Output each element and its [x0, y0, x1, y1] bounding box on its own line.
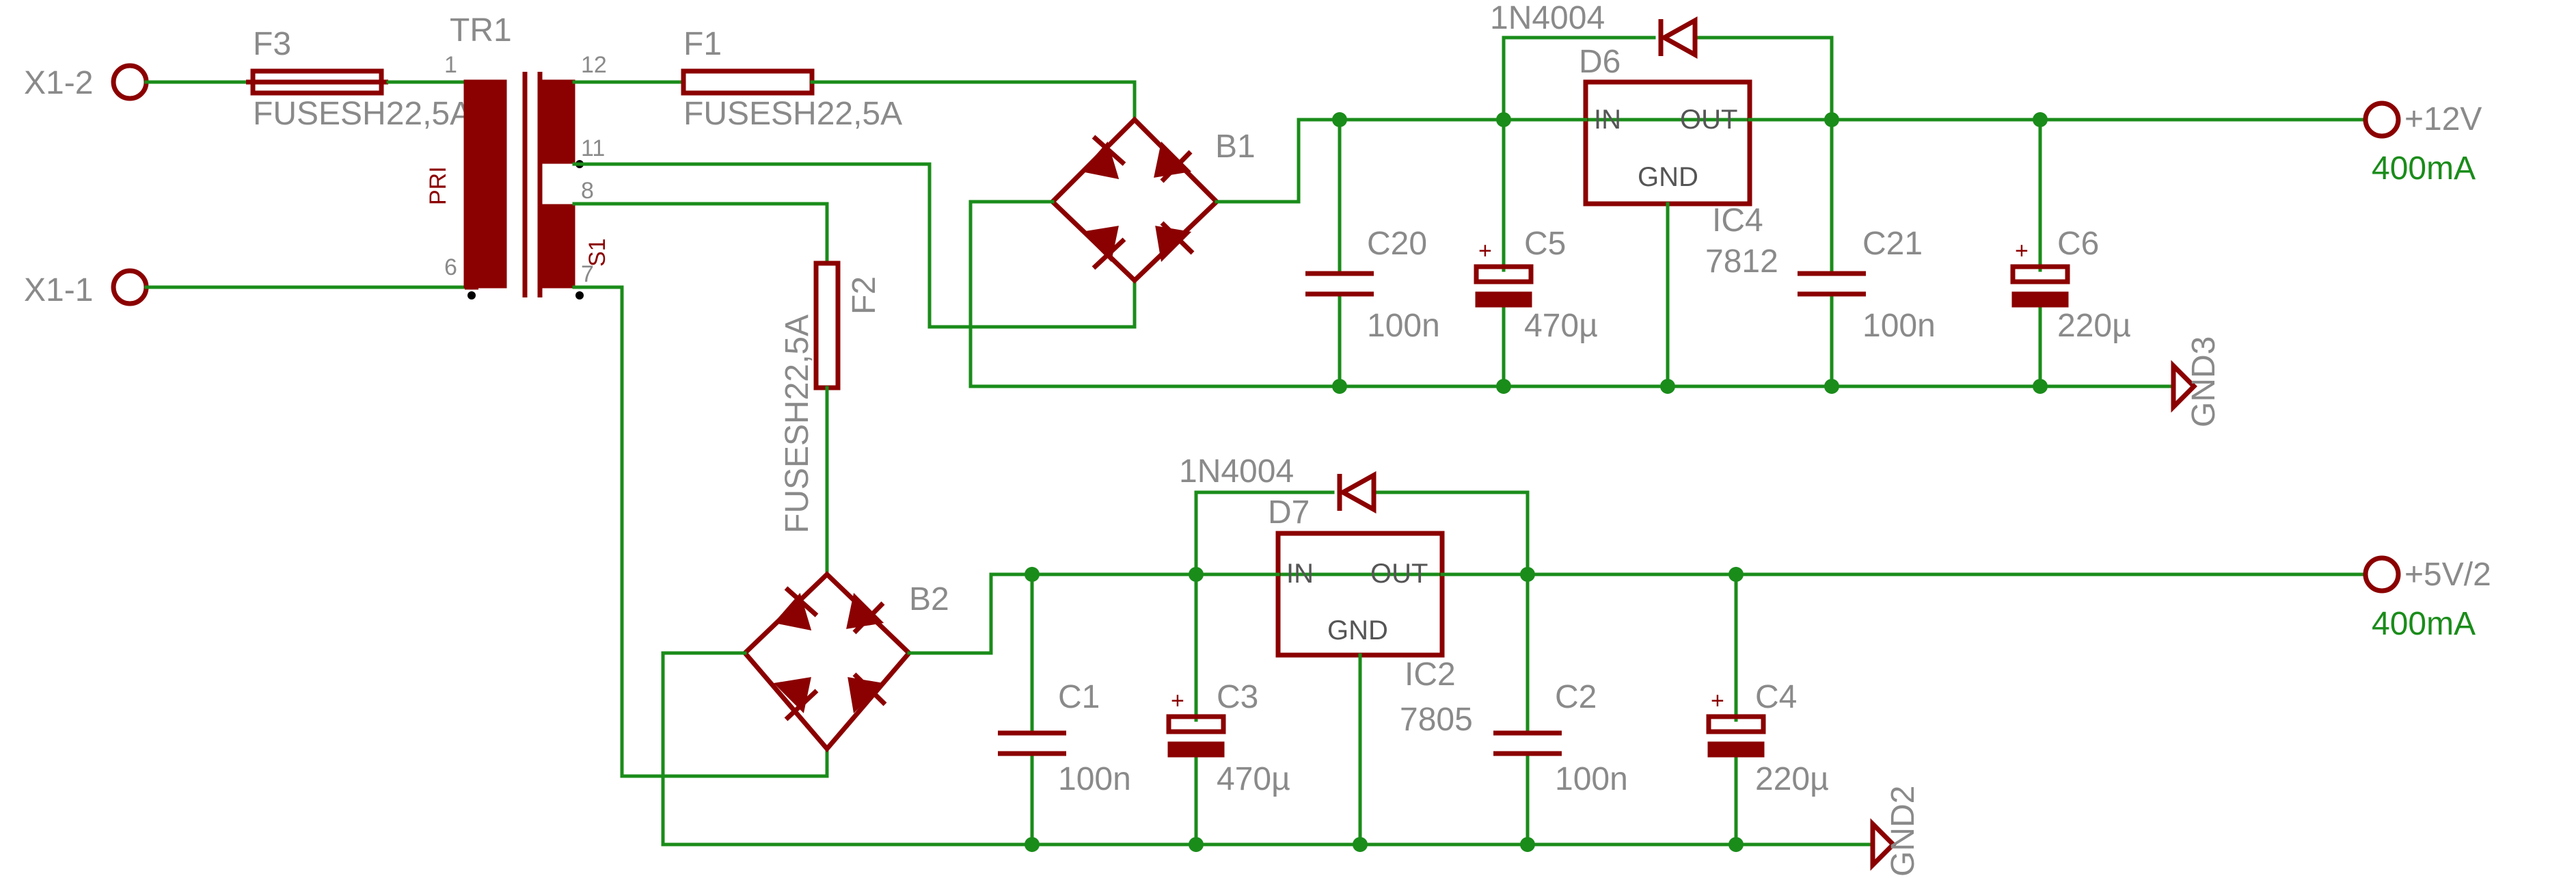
capacitor-value: 470µ	[1217, 761, 1290, 797]
polarity-mark: +	[1711, 688, 1724, 714]
pin-out: OUT	[1370, 559, 1428, 589]
secondary-winding-s2	[539, 79, 575, 164]
capacitor-value: 100n	[1862, 308, 1936, 344]
pin-label: 11	[581, 135, 605, 161]
capacitor-value: 220µ	[2057, 308, 2131, 344]
pin-gnd: GND	[1638, 162, 1698, 192]
capacitor-name: C3	[1217, 679, 1258, 715]
fuse-name: F3	[253, 26, 291, 62]
capacitor-name: C21	[1862, 226, 1923, 262]
capacitor-value: 100n	[1555, 761, 1628, 797]
polarity-mark: +	[1171, 688, 1184, 714]
bridge-name: B1	[1215, 129, 1256, 165]
secondary-label: S2	[584, 108, 610, 137]
fuse-value: FUSESH22,5A	[253, 96, 472, 132]
pin-gnd: GND	[1327, 615, 1388, 646]
fuse-name: F1	[683, 26, 722, 62]
bridge-rectifier-b1: B1	[1048, 116, 1256, 284]
connector-x1-2: X1-2	[24, 63, 248, 101]
output-label: +5V/2	[2404, 557, 2491, 593]
regulator-value: 7805	[1400, 702, 1473, 738]
secondary-label: S1	[584, 238, 610, 267]
capacitor-c20: C20 100n	[1305, 118, 1440, 388]
primary-label: PRI	[425, 166, 451, 205]
diode-value: 1N4004	[1490, 0, 1605, 36]
capacitor-name: C6	[2057, 226, 2099, 262]
output-current: 400mA	[2372, 150, 2476, 187]
capacitor-c1: C1 100n	[998, 572, 1131, 847]
output-12v: +12V 400mA	[2363, 101, 2482, 187]
diode-name: D6	[1579, 44, 1621, 80]
transformer-tr1: TR1 1 6 PRI S2 12 11 S1 8 7	[425, 12, 610, 300]
regulator-value: 7812	[1705, 243, 1778, 280]
diode-value: 1N4004	[1179, 453, 1294, 490]
ground-gnd3: GND3	[2171, 336, 2222, 427]
capacitor-name: C2	[1555, 679, 1597, 715]
output-label: +12V	[2404, 101, 2482, 137]
capacitor-value: 100n	[1058, 761, 1131, 797]
connector-label: X1-1	[24, 272, 93, 308]
regulator-name: IC4	[1712, 202, 1763, 239]
pin-in: IN	[1594, 105, 1621, 135]
connector-label: X1-2	[24, 65, 93, 101]
pin-label: 7	[581, 261, 594, 287]
capacitor-name: C4	[1755, 679, 1797, 715]
ground-label: GND2	[1885, 786, 1921, 877]
regulator-ic4: IN OUT GND IC4 7812	[1502, 79, 1834, 388]
junction-dots-lower	[1025, 567, 1744, 852]
bridge-rectifier-b2: B2	[742, 571, 949, 753]
capacitor-c2: C2 100n	[1493, 572, 1628, 847]
pin-label: 1	[444, 52, 457, 78]
ground-label: GND3	[2186, 336, 2222, 427]
fuse-f1: F1 FUSESH22,5A	[572, 26, 1137, 132]
diode-name: D7	[1268, 494, 1310, 531]
fuse-value: FUSESH22,5A	[683, 96, 902, 132]
junction-dots-upper	[1332, 112, 2048, 394]
bridge-name: B2	[909, 581, 949, 617]
fuse-value: FUSESH22,5A	[779, 315, 815, 533]
transformer-name: TR1	[450, 12, 512, 49]
regulator-name: IC2	[1405, 656, 1456, 693]
regulator-ic2: IN OUT GND IC2 7805	[1194, 531, 1530, 847]
capacitor-c5: + C5 470µ	[1474, 118, 1598, 388]
polarity-mark: +	[2015, 238, 2029, 264]
pin-in: IN	[1286, 559, 1314, 589]
fuse-name: F2	[846, 276, 882, 315]
fuse-f3: F3 FUSESH22,5A	[246, 26, 472, 132]
capacitor-c3: + C3 470µ	[1166, 572, 1290, 847]
pin-label: 12	[581, 52, 607, 78]
capacitor-name: C5	[1524, 226, 1566, 262]
connector-x1-1: X1-1	[24, 268, 467, 308]
pin-label: 6	[444, 254, 457, 280]
pin-label: 8	[581, 178, 594, 204]
capacitor-name: C20	[1367, 226, 1427, 262]
capacitor-name: C1	[1058, 679, 1100, 715]
diode-d6: 1N4004 D6	[1490, 0, 1834, 122]
output-current: 400mA	[2372, 606, 2476, 642]
capacitor-value: 470µ	[1524, 308, 1598, 344]
output-5v: +5V/2 400mA	[2363, 555, 2491, 642]
ground-gnd2: GND2	[1870, 786, 1921, 877]
polarity-mark: +	[1478, 238, 1492, 264]
pin-out: OUT	[1680, 105, 1737, 135]
capacitor-value: 220µ	[1755, 761, 1829, 797]
fuse-f2: F2 FUSESH22,5A	[572, 202, 882, 576]
diode-d7: 1N4004 D7	[1179, 453, 1530, 576]
capacitor-value: 100n	[1367, 308, 1440, 344]
capacitor-c4: + C4 220µ	[1706, 572, 1829, 847]
capacitor-c21: C21 100n	[1798, 118, 1936, 388]
primary-winding	[463, 79, 507, 289]
capacitor-c6: + C6 220µ	[2010, 118, 2131, 388]
secondary-winding-s1	[539, 204, 575, 289]
